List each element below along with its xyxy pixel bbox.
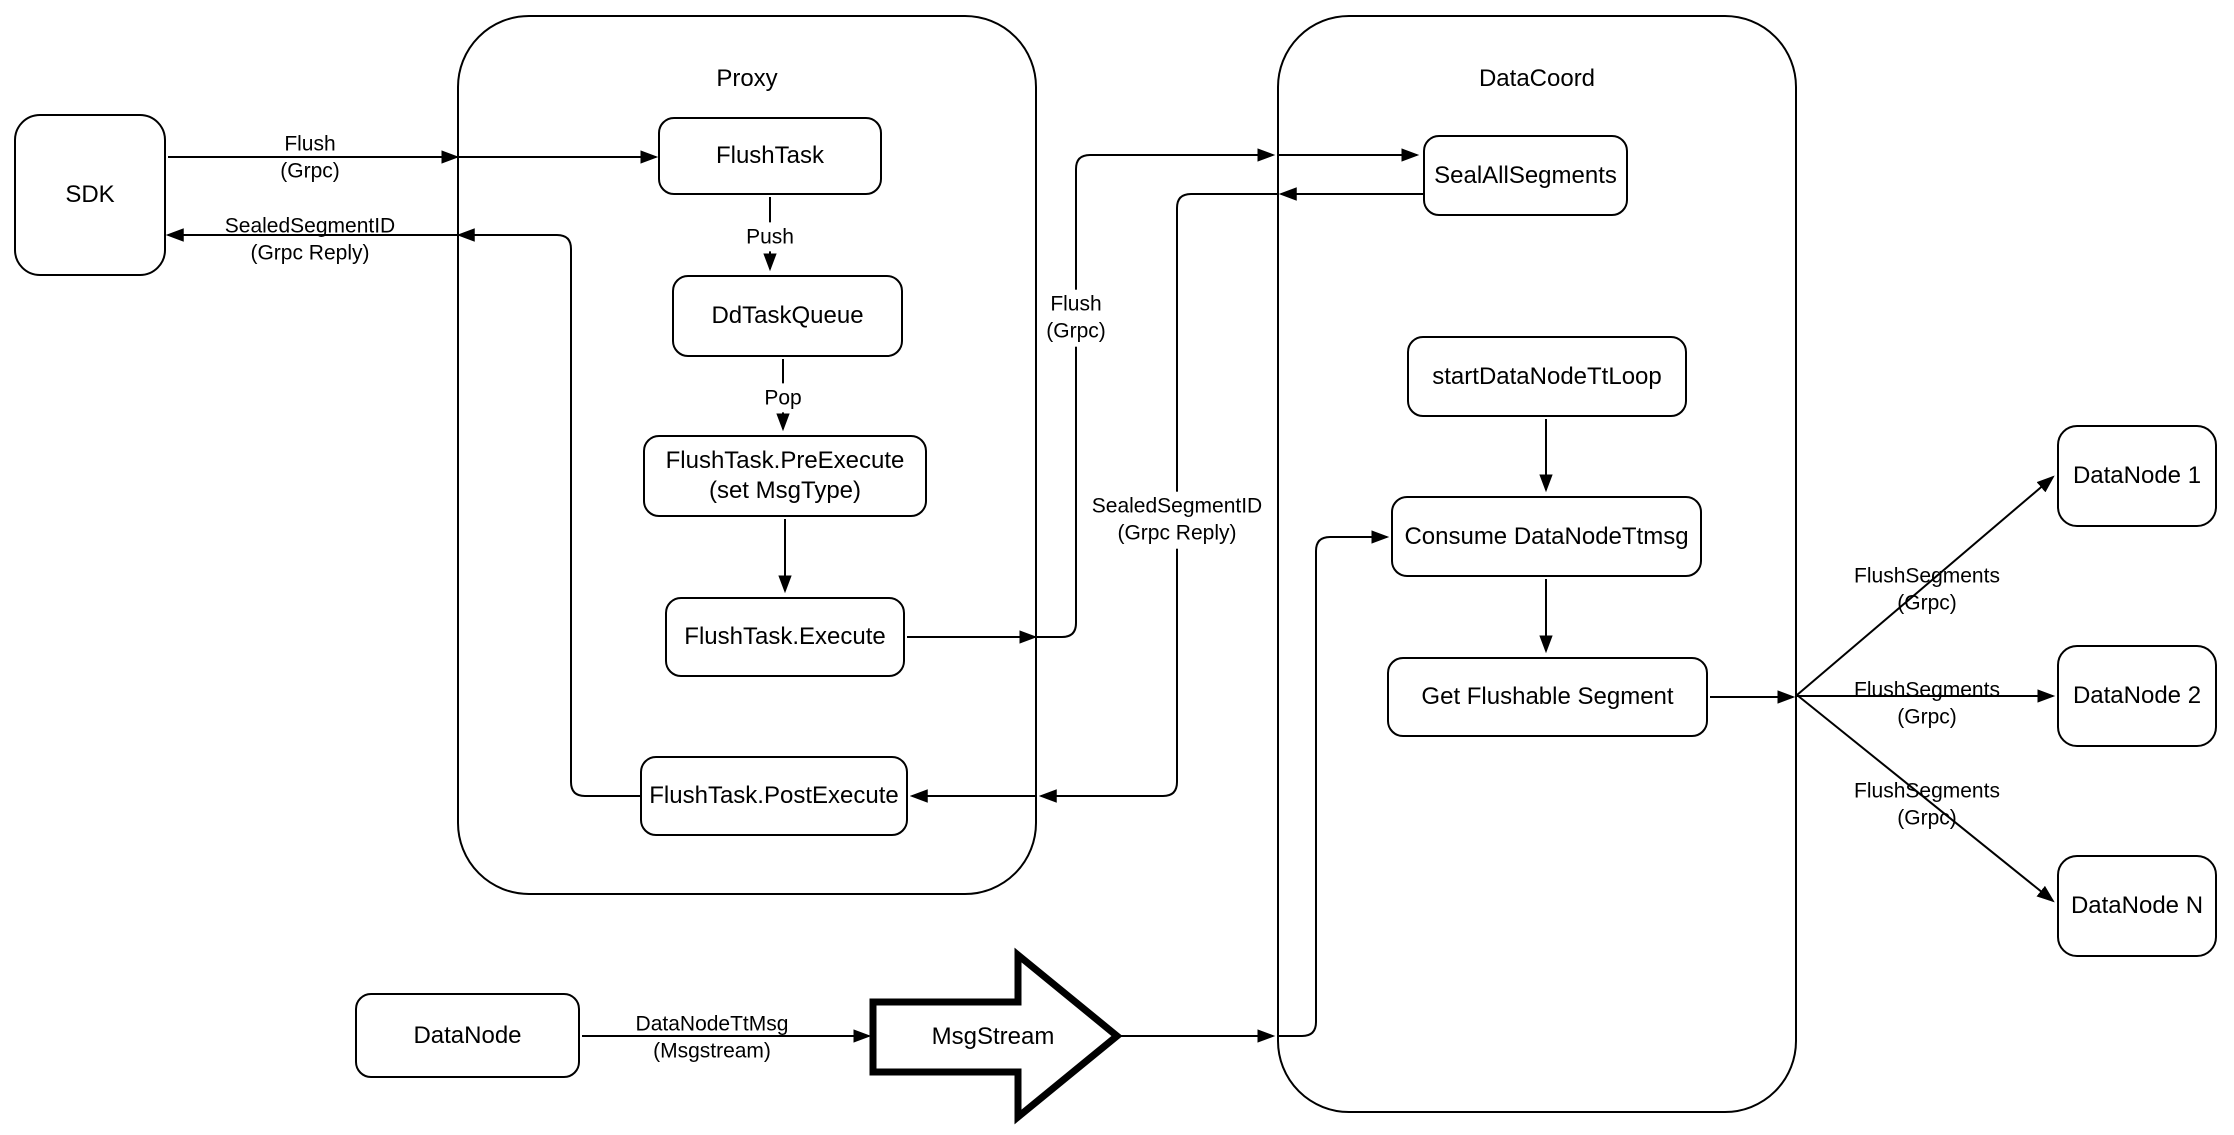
node-flushtask-execute: FlushTask.Execute [665, 597, 905, 677]
node-flushtask-postexecute: FlushTask.PostExecute [640, 756, 908, 836]
node-datanode-source: DataNode [355, 993, 580, 1078]
edge-label-flush-grpc-mid: Flush (Grpc) [1042, 289, 1110, 347]
edge-label-pop: Pop [760, 383, 806, 413]
edge-flush-to-datacoord-border [1037, 148, 1276, 638]
edge-label-flushsegments-2: FlushSegments (Grpc) [1854, 678, 2000, 729]
edge-label-push: Push [742, 222, 798, 252]
node-datanode-n: DataNode N [2057, 855, 2217, 957]
node-consume-datanodettmsg: Consume DataNodeTtmsg [1391, 496, 1702, 577]
node-datanode-2: DataNode 2 [2057, 645, 2217, 747]
proxy-container-title: Proxy [716, 65, 778, 92]
edge-label-sealedsegmentid-mid: SealedSegmentID (Grpc Reply) [1087, 491, 1267, 549]
edge-label-flushsegments-1: FlushSegments (Grpc) [1854, 564, 2000, 615]
node-sealallsegments: SealAllSegments [1423, 135, 1628, 216]
edge-label-flush-grpc-sdk: Flush (Grpc) [280, 132, 340, 183]
edge-label-flushsegments-3: FlushSegments (Grpc) [1854, 779, 2000, 830]
node-ddtaskqueue: DdTaskQueue [672, 275, 903, 357]
proxy-container: Proxy [457, 15, 1037, 895]
msgstream-shape-label: MsgStream [931, 1023, 1055, 1050]
node-datanode-1: DataNode 1 [2057, 425, 2217, 527]
node-flushtask-preexecute: FlushTask.PreExecute (set MsgType) [643, 435, 927, 517]
edge-label-sealedsegmentid-sdk: SealedSegmentID (Grpc Reply) [224, 214, 396, 265]
edge-label-datanodettmsg: DataNodeTtMsg (Msgstream) [635, 1012, 789, 1063]
node-sdk: SDK [14, 114, 166, 276]
datacoord-container-title: DataCoord [1478, 65, 1596, 92]
node-startdatanodettloop: startDataNodeTtLoop [1407, 336, 1687, 417]
node-flushtask: FlushTask [658, 117, 882, 195]
node-get-flushable-segment: Get Flushable Segment [1387, 657, 1708, 737]
